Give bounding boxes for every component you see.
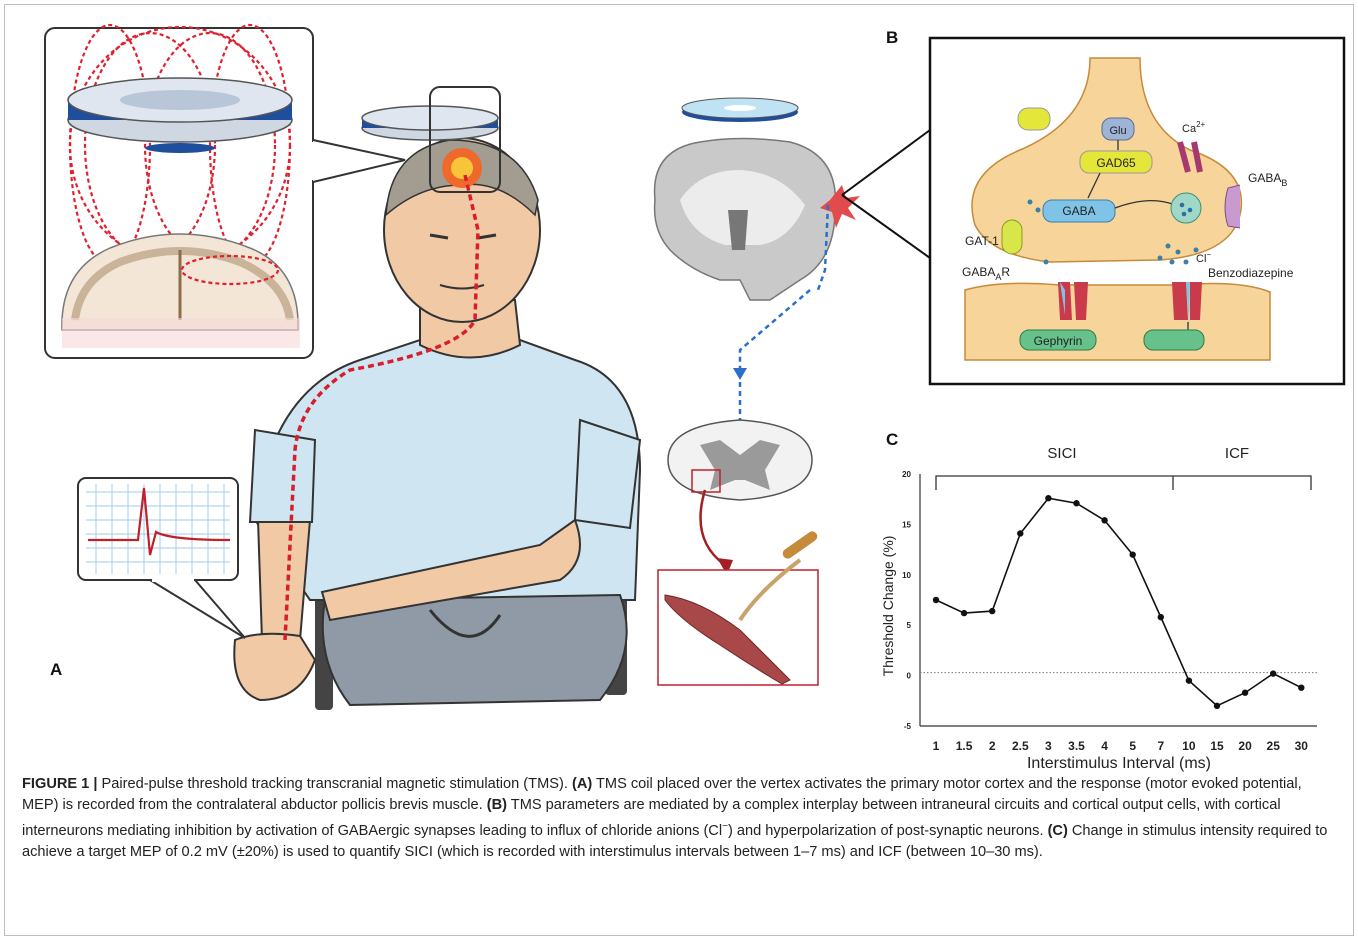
x-tick-label: 3 (1045, 739, 1052, 753)
data-point (1017, 530, 1023, 536)
y-tick-label: 5 (907, 621, 912, 630)
threshold-change-chart: SICI ICF Threshold Change (%) Interstimu… (875, 438, 1345, 773)
sici-bracket-label: SICI (1047, 445, 1076, 462)
x-tick-label: 25 (1267, 739, 1281, 753)
gaba-label: GABA (1062, 204, 1095, 218)
data-point (1298, 684, 1304, 690)
data-point (989, 608, 995, 614)
x-tick-label: 7 (1157, 739, 1164, 753)
caption-text-1: Paired-pulse threshold tracking transcra… (97, 776, 572, 792)
y-tick-label: 20 (902, 470, 911, 479)
x-tick-label: 20 (1238, 739, 1252, 753)
x-tick-label: 2 (989, 739, 996, 753)
glu-label: Glu (1109, 125, 1126, 137)
data-point (1073, 500, 1079, 506)
panel-b-label: B (886, 28, 898, 48)
y-tick-label: 15 (902, 520, 911, 529)
data-point (1270, 670, 1276, 676)
caption-figure-label: FIGURE 1 | (22, 776, 97, 792)
x-axis-title: Interstimulus Interval (ms) (1027, 755, 1211, 772)
caption-a-label: (A) (572, 776, 592, 792)
data-point (1186, 677, 1192, 683)
tms-field-inset (45, 25, 405, 358)
y-tick-label: -5 (904, 722, 912, 731)
panel-a-label: A (50, 660, 62, 680)
x-tick-label: 5 (1129, 739, 1136, 753)
caption-b-label: (B) (487, 797, 507, 813)
icf-bracket-label: ICF (1225, 445, 1249, 462)
figure-caption: FIGURE 1 | Paired-pulse threshold tracki… (22, 774, 1334, 863)
data-point (1101, 517, 1107, 523)
gephyrin-label: Gephyrin (1034, 334, 1083, 348)
emg-inset (78, 478, 245, 638)
caption-text-4: ) and hyperpolarization of post-synaptic… (728, 823, 1048, 839)
data-point (1158, 614, 1164, 620)
x-tick-label: 3.5 (1068, 739, 1085, 753)
y-tick-label: 0 (907, 672, 912, 681)
y-axis-title: Threshold Change (%) (880, 536, 896, 677)
caption-c-label: (C) (1048, 823, 1068, 839)
data-point (933, 597, 939, 603)
x-tick-label: 4 (1101, 739, 1108, 753)
x-tick-label: 10 (1182, 739, 1196, 753)
gat1-label: GAT-1 (965, 234, 999, 248)
x-tick-label: 30 (1295, 739, 1309, 753)
x-tick-label: 15 (1210, 739, 1224, 753)
x-tick-label: 2.5 (1012, 739, 1029, 753)
chart-brackets: SICI ICF (936, 445, 1311, 490)
data-point (1045, 495, 1051, 501)
data-point (1242, 690, 1248, 696)
x-tick-label: 1.5 (956, 739, 973, 753)
threshold-series-line (936, 498, 1301, 706)
gad65-label: GAD65 (1096, 156, 1136, 170)
data-point (1130, 551, 1136, 557)
benzodiazepine-label: Benzodiazepine (1208, 266, 1294, 280)
x-tick-label: 1 (933, 739, 940, 753)
data-point (961, 610, 967, 616)
pathway-illustration (655, 98, 860, 685)
y-tick-label: 10 (902, 571, 911, 580)
data-point (1214, 703, 1220, 709)
synapse-diagram: Glu GAD65 GABA Ca2+ GABAB GAT-1 GABAAR C… (842, 38, 1344, 384)
